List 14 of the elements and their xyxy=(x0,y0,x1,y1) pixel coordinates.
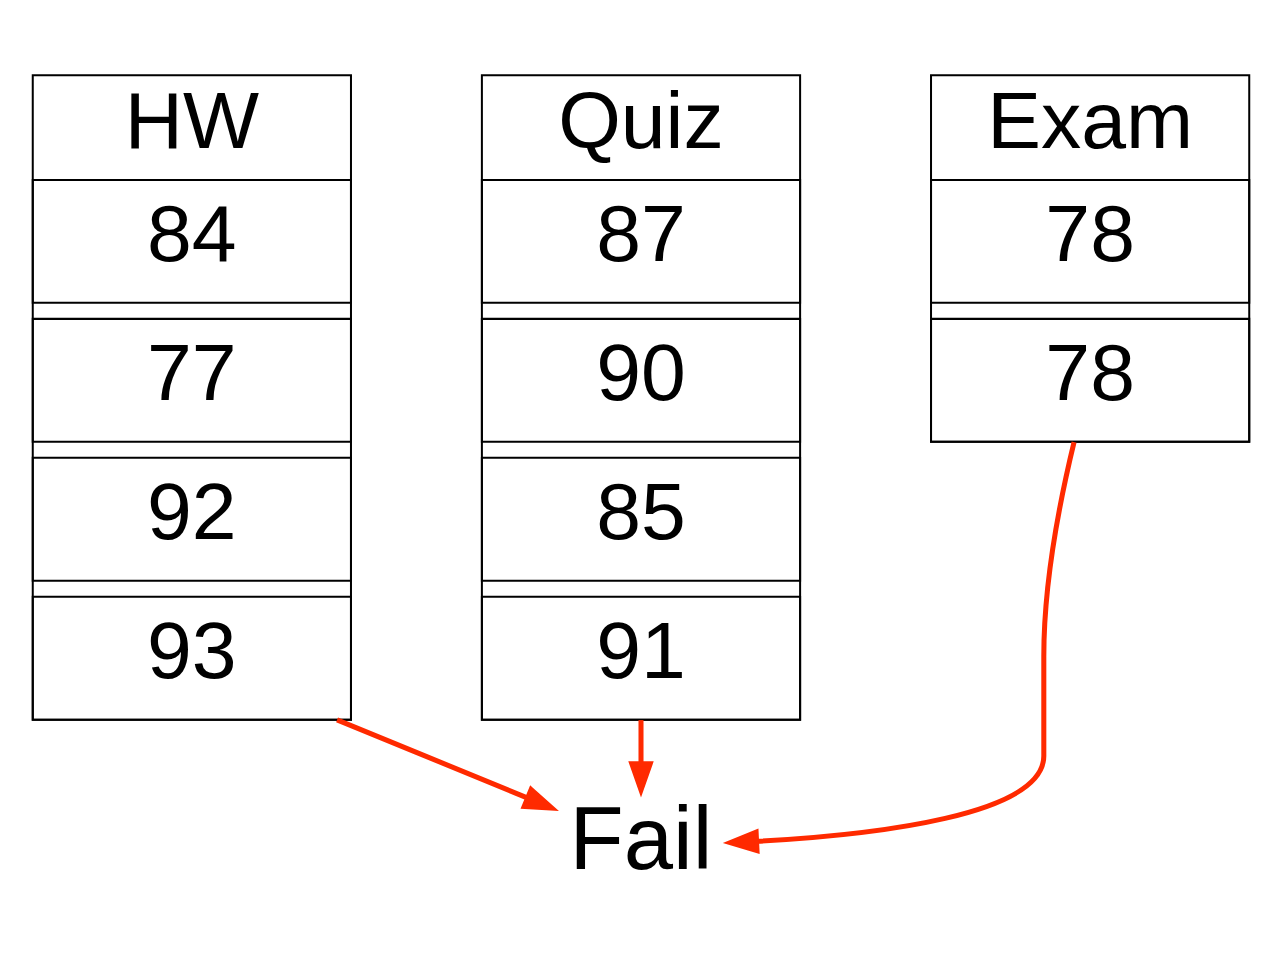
node-box: 84 xyxy=(31,178,352,304)
node-box: 78 xyxy=(930,317,1251,443)
node-box: 85 xyxy=(480,456,802,582)
node-text: Fail xyxy=(569,788,713,888)
arrow xyxy=(336,717,559,811)
node-box: 78 xyxy=(930,178,1251,304)
node-box: 77 xyxy=(31,317,352,443)
arrow xyxy=(722,441,1077,854)
node-box: 90 xyxy=(480,317,802,443)
node-box: 87 xyxy=(480,178,802,304)
node-box: 93 xyxy=(31,595,352,721)
node-box: 92 xyxy=(31,456,352,582)
node-box: 91 xyxy=(480,595,802,721)
arrow xyxy=(628,719,654,798)
